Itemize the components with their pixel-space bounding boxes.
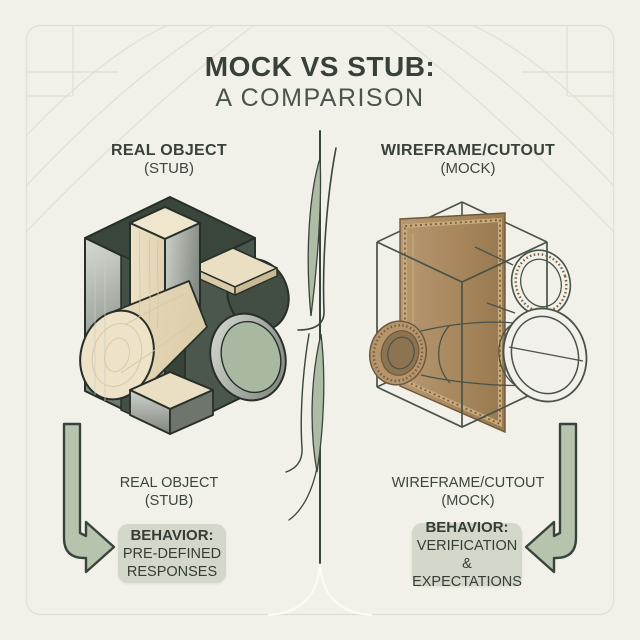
panel-split-curves xyxy=(267,559,373,617)
page-title: MOCK VS STUB: xyxy=(204,51,436,82)
left-curved-arrow-icon xyxy=(62,422,116,574)
left-behavior-line1: PRE-DEFINED xyxy=(122,546,222,562)
sage-cylinder-face xyxy=(220,320,282,394)
left-caption: REAL OBJECT xyxy=(119,475,219,491)
right-caption-block: WIREFRAME/CUTOUT (MOCK) xyxy=(348,474,588,510)
wireframe-cutout-illustration xyxy=(369,201,588,434)
left-behavior-line2: RESPONSES xyxy=(126,564,218,580)
left-behavior-box: BEHAVIOR: PRE-DEFINED RESPONSES xyxy=(118,524,226,583)
right-behavior-line1: VERIFICATION & xyxy=(416,538,518,572)
right-heading: WIREFRAME/CUTOUT xyxy=(380,142,556,159)
right-behavior-box: BEHAVIOR: VERIFICATION & EXPECTATIONS xyxy=(412,519,522,590)
title-block: MOCK VS STUB: A COMPARISON xyxy=(0,51,640,113)
left-caption-block: REAL OBJECT (STUB) xyxy=(49,474,289,510)
right-subheading: (MOCK) xyxy=(440,160,496,177)
leaf-shape-upper xyxy=(307,157,322,317)
real-object-illustration xyxy=(79,196,290,435)
right-column-heading: WIREFRAME/CUTOUT (MOCK) xyxy=(348,142,588,178)
divider-botanical-line xyxy=(285,130,337,564)
cardboard-ring-tube xyxy=(369,320,427,386)
right-caption-sub: (MOCK) xyxy=(441,493,495,509)
left-behavior-title: BEHAVIOR: xyxy=(130,527,214,544)
left-column-heading: REAL OBJECT (STUB) xyxy=(49,142,289,178)
right-behavior-line2: EXPECTATIONS xyxy=(412,574,522,590)
right-behavior-title: BEHAVIOR: xyxy=(425,519,509,536)
wedge-side xyxy=(169,389,214,435)
right-caption: WIREFRAME/CUTOUT xyxy=(391,475,545,491)
big-wireframe-tube xyxy=(498,307,588,403)
left-heading: REAL OBJECT xyxy=(111,142,227,159)
right-curved-arrow-icon xyxy=(524,422,578,574)
left-caption-sub: (STUB) xyxy=(144,493,194,509)
leaf-shape-lower xyxy=(311,333,325,473)
left-subheading: (STUB) xyxy=(144,160,194,177)
page-subtitle: A COMPARISON xyxy=(215,84,425,112)
